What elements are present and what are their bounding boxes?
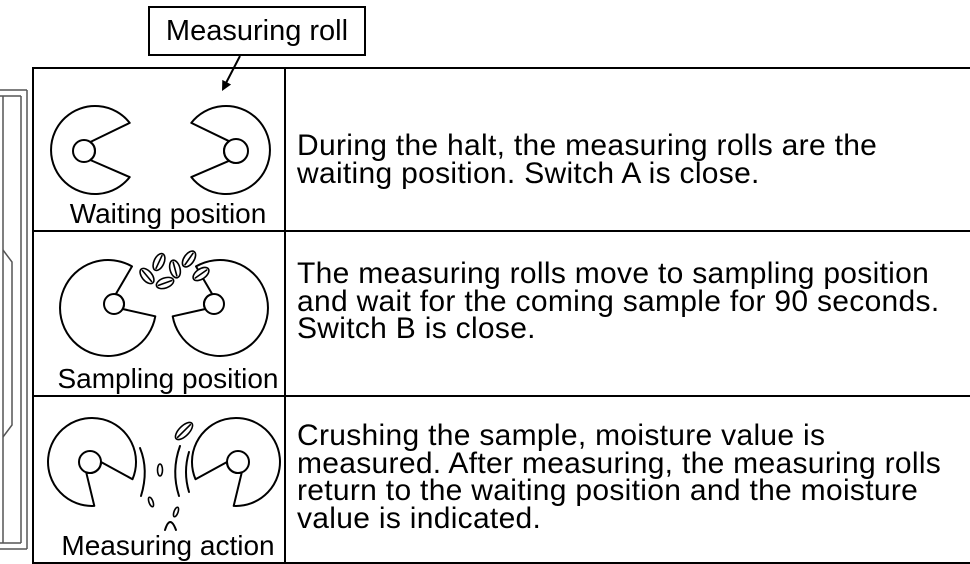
leaf bbox=[168, 259, 182, 279]
cabinet-edge bbox=[0, 89, 28, 550]
waiting-position-illustration bbox=[50, 105, 271, 195]
waiting-position-caption: Waiting position bbox=[69, 198, 267, 229]
crushed-fragment-arch bbox=[164, 521, 177, 531]
waiting-position-description: During the halt, the measuring rolls are… bbox=[286, 69, 970, 232]
left-roll-hub bbox=[72, 139, 96, 163]
leaf-vein bbox=[172, 261, 178, 277]
callout-label: Measuring roll bbox=[165, 15, 349, 47]
right-roll-body bbox=[191, 416, 281, 507]
measuring-rolls-waiting bbox=[50, 105, 271, 195]
description-line: The measuring rolls move to sampling pos… bbox=[297, 257, 930, 290]
measuring-rolls-action bbox=[47, 416, 281, 507]
left-roll-body bbox=[47, 416, 137, 507]
description-line: return to the waiting position and the m… bbox=[297, 474, 919, 508]
leaf-vein bbox=[155, 254, 163, 270]
crushed-sample-pieces bbox=[139, 421, 194, 531]
left-roll-hub bbox=[103, 293, 125, 315]
leaf bbox=[139, 267, 155, 285]
measuring-action-description: Crushing the sample, moisture value is m… bbox=[286, 397, 970, 564]
right-roll-hub bbox=[223, 138, 249, 164]
description-line: Switch B is close. bbox=[297, 312, 536, 346]
measuring-action-illustration bbox=[47, 416, 281, 531]
cabinet-edge-bracket bbox=[2, 249, 13, 438]
leaf-vein bbox=[184, 252, 194, 266]
crushed-fragment-curve bbox=[139, 447, 146, 497]
crushed-fragment-curve bbox=[185, 451, 190, 493]
leaf bbox=[181, 250, 197, 268]
leaf bbox=[152, 252, 166, 272]
left-roll-hub bbox=[78, 450, 102, 474]
cabinet-edge-lines bbox=[0, 89, 28, 550]
leaf bbox=[155, 276, 175, 290]
description-line: value is indicated. bbox=[297, 502, 542, 536]
crushed-fragment bbox=[156, 463, 164, 477]
roll-positions-table: Waiting position During the halt, the me… bbox=[32, 67, 970, 564]
sampling-position-illustration bbox=[59, 250, 269, 357]
sampling-illustration-cell: Sampling position bbox=[34, 232, 286, 397]
description-line: Crushing the sample, moisture value is bbox=[297, 419, 826, 452]
right-roll-body bbox=[190, 105, 271, 195]
leaf-vein bbox=[141, 269, 153, 283]
sampling-position-description: The measuring rolls move to sampling pos… bbox=[286, 232, 970, 397]
leaf-vein bbox=[176, 423, 192, 439]
measuring-rolls-sampling bbox=[59, 259, 269, 357]
sample-leaves bbox=[139, 250, 210, 290]
measuring-action-caption: Measuring action bbox=[61, 530, 275, 561]
crushed-fragment-curve bbox=[174, 445, 181, 497]
description-line: measured. After measuring, the measuring… bbox=[297, 446, 942, 480]
leaf-vein bbox=[194, 269, 208, 279]
description-line: During the halt, the measuring rolls are… bbox=[297, 129, 878, 162]
leaf-vein bbox=[157, 279, 173, 287]
description-line: and wait for the coming sample for 90 se… bbox=[297, 284, 940, 318]
leaf bbox=[192, 266, 210, 282]
measuring-illustration-cell: Measuring action bbox=[34, 397, 286, 564]
crushed-fragment bbox=[147, 496, 155, 508]
left-roll-body bbox=[50, 105, 131, 195]
waiting-illustration-cell: Waiting position bbox=[34, 69, 286, 232]
crushed-fragment bbox=[172, 506, 180, 518]
callout-box: Measuring roll bbox=[148, 6, 366, 56]
right-roll-hub bbox=[226, 450, 250, 474]
description-line: waiting position. Switch A is close. bbox=[297, 156, 760, 190]
falling-leaf bbox=[174, 421, 194, 441]
right-roll-hub bbox=[203, 293, 225, 315]
sampling-position-caption: Sampling position bbox=[57, 363, 279, 394]
right-roll-body bbox=[171, 259, 269, 357]
